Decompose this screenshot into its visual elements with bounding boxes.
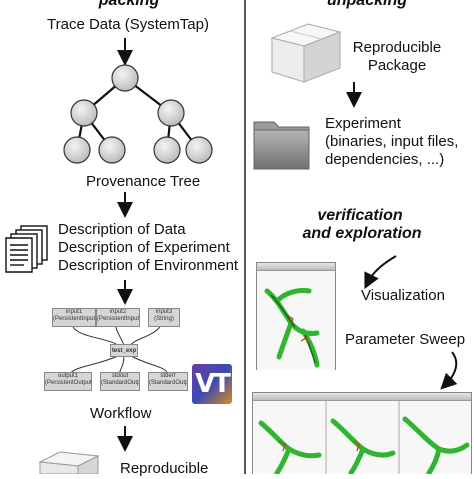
left-graphics — [5, 38, 213, 474]
vistrails-logo: VT — [192, 364, 232, 404]
parameter-sweep-label: Parameter Sweep — [345, 331, 466, 348]
sweep-renders — [253, 401, 471, 476]
tree-node — [98, 136, 126, 164]
arrow-to-parameter-sweep — [440, 351, 458, 390]
tree-node-root — [111, 64, 139, 92]
description-data: Description of Data — [58, 221, 186, 238]
right-graphics — [253, 23, 458, 390]
experiment-label: Experiment — [325, 115, 401, 132]
package-box-icon — [270, 23, 342, 83]
folder-icon — [253, 121, 310, 170]
tree-node — [70, 99, 98, 127]
window-titlebar — [253, 393, 471, 401]
tree-node — [63, 136, 91, 164]
arrow-to-visualization — [364, 255, 397, 290]
package-label-line1: Reproducible — [352, 39, 442, 56]
parameter-sweep-window — [252, 392, 472, 476]
visualization-window — [256, 262, 336, 370]
workflow-module-input3: input3(String) — [148, 308, 180, 327]
package-box-icon-bottom — [38, 451, 100, 474]
workflow-module-stderr: stderr(StandardOutput) — [148, 372, 188, 391]
window-titlebar — [257, 263, 335, 271]
workflow-label: Workflow — [90, 405, 152, 422]
exploration-heading: and exploration — [302, 225, 422, 242]
section-divider — [244, 0, 246, 474]
reproducible-label-left: Reproducible — [120, 460, 209, 477]
visualization-label: Visualization — [361, 287, 445, 304]
experiment-detail-2: dependencies, ...) — [325, 151, 445, 168]
workflow-module-stdout: stdout(StandardOutput) — [100, 372, 140, 391]
workflow-module-output1: output1(PersistentOutputFile) — [44, 372, 92, 391]
tree-node — [185, 136, 213, 164]
tree-nodes — [63, 64, 213, 164]
unpacking-heading: unpacking — [326, 0, 407, 9]
provenance-tree-label: Provenance Tree — [86, 173, 201, 190]
experiment-detail-1: (binaries, input files, — [325, 133, 459, 150]
tree-node — [157, 99, 185, 127]
workflow-module-input2: input2(PersistentInputFile) — [96, 308, 140, 327]
verification-heading: verification — [317, 207, 403, 224]
description-experiment: Description of Experiment — [58, 239, 230, 256]
packing-heading: packing — [98, 0, 160, 9]
workflow-module-test-exp: test_exp — [110, 344, 138, 357]
workflow-module-input1: input1(PersistentInputFile) — [52, 308, 96, 327]
description-environment: Description of Environment — [58, 257, 239, 274]
tree-node — [153, 136, 181, 164]
document-stack-icon — [5, 225, 48, 273]
trace-data-label: Trace Data (SystemTap) — [47, 16, 209, 33]
vessel-render — [257, 271, 335, 370]
package-label-line2: Package — [367, 57, 427, 74]
